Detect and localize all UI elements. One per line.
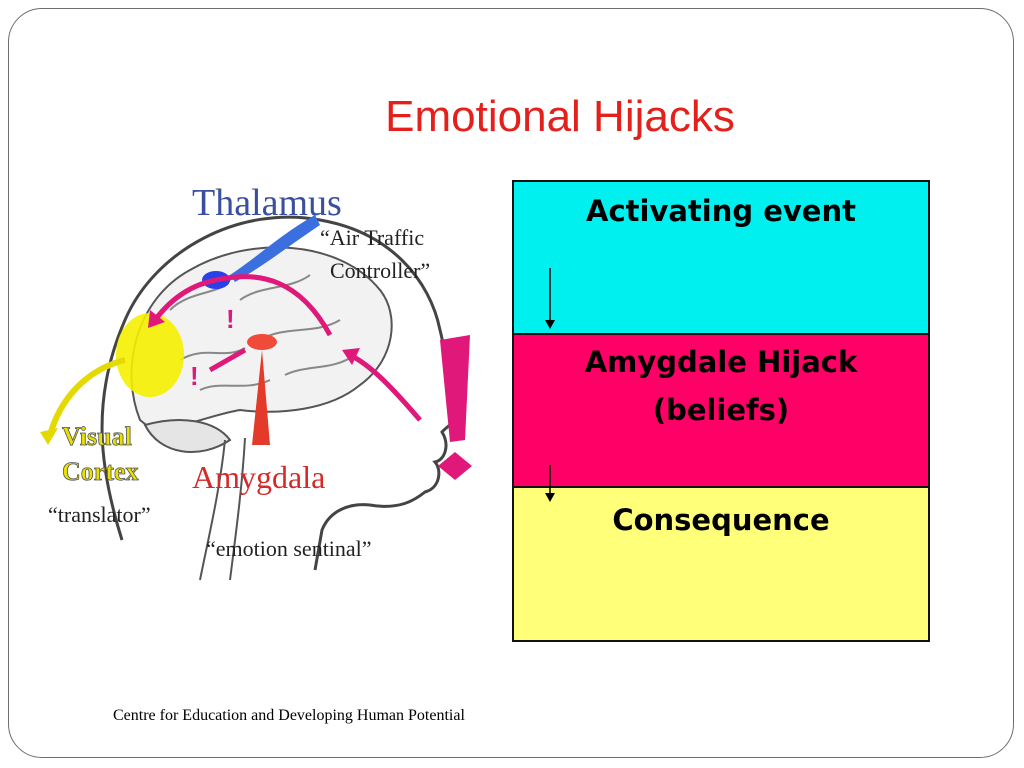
amygdale-hijack-text: Amygdale Hijack: [584, 345, 858, 379]
label-emotion-sentinal: “emotion sentinal”: [206, 536, 372, 561]
consequence-text: Consequence: [612, 503, 830, 537]
thalamus-pointer: [230, 215, 320, 282]
small-exclamation-1: !: [226, 304, 235, 334]
label-translator: “translator”: [48, 502, 151, 527]
beliefs-text: (beliefs): [652, 393, 790, 427]
flow-arrowhead-input: [342, 348, 360, 365]
flow-table: Activating event Amygdale Hijack (belief…: [512, 180, 930, 642]
consequence-cell: Consequence: [514, 488, 928, 640]
down-arrow-1: [545, 268, 555, 329]
cerebellum: [143, 419, 232, 453]
activating-event-cell: Activating event: [514, 182, 928, 335]
brain-folds: [169, 274, 351, 391]
visual-cortex-arrowhead: [40, 428, 58, 445]
amygdale-hijack-cell: Amygdale Hijack (beliefs): [514, 335, 928, 488]
flow-arrow-top: [215, 274, 333, 337]
brain-illustration: ! ! Thalamus “Air Traffic Controller” Vi…: [40, 182, 472, 581]
visual-cortex-highlight: [116, 313, 184, 397]
small-exclamation-2: !: [190, 361, 199, 391]
flow-arrow-input: [348, 352, 422, 422]
exclamation-dot: [438, 452, 472, 480]
footer-text: Centre for Education and Developing Huma…: [113, 707, 465, 724]
amygdala-pointer: [252, 350, 270, 445]
exclamation-bar: [440, 335, 470, 442]
visual-cortex-pointer: [47, 357, 126, 436]
slide-frame: [8, 8, 1014, 758]
label-thalamus-caption-2: Controller”: [330, 258, 430, 283]
label-amygdala: Amygdala: [192, 459, 325, 495]
activating-event-text: Activating event: [586, 194, 856, 228]
flow-arrow-mid: [208, 347, 247, 373]
amygdala-node: [247, 334, 277, 350]
flow-arrowhead-left: [148, 310, 165, 328]
down-arrow-2: [545, 465, 555, 502]
brainstem: [199, 437, 246, 581]
label-visual: Visual: [62, 422, 132, 451]
label-cortex: Cortex: [62, 457, 139, 486]
slide-title: Emotional Hijacks: [385, 92, 735, 141]
flow-arrow-left: [153, 277, 217, 322]
label-thalamus: Thalamus: [192, 182, 342, 224]
label-thalamus-caption-1: “Air Traffic: [320, 225, 424, 250]
